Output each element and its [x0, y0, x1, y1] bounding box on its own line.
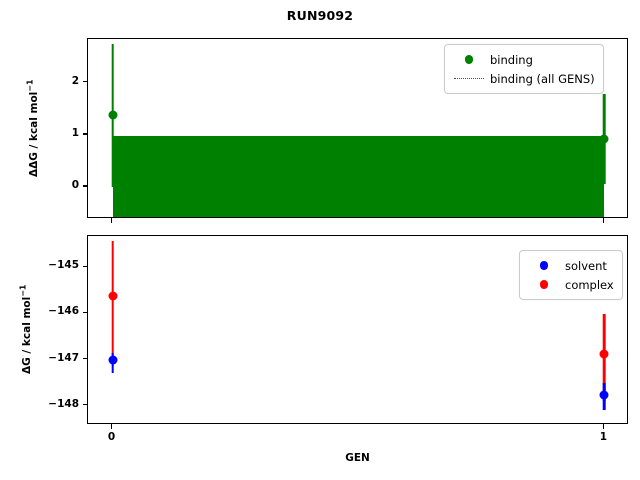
legend-marker-icon [527, 280, 561, 289]
legend-item-binding-all-gens[interactable]: binding (all GENS) [452, 69, 595, 88]
xtick-label: 1 [599, 431, 608, 443]
top-legend[interactable]: binding binding (all GENS) [444, 44, 604, 94]
legend-label-solvent: solvent [565, 258, 607, 273]
top-ytick-mark [82, 132, 87, 135]
legend-label-binding-all-gens: binding (all GENS) [490, 71, 595, 86]
bottom-plot-area [88, 236, 627, 423]
legend-item-binding[interactable]: binding [452, 50, 595, 69]
xtick-mark [602, 424, 605, 429]
complex-datapoint[interactable] [599, 349, 609, 359]
top-ytick-label: 0 [71, 178, 79, 191]
complex-errorbar [111, 241, 114, 367]
binding-datapoint[interactable] [108, 110, 118, 120]
bottom-y-axis-label: ΔG / kcal mol−1 [17, 284, 33, 374]
top-y-axis-label: ΔΔG / kcal mol−1 [25, 78, 41, 177]
legend-dotted-line-icon [452, 78, 486, 79]
complex-datapoint[interactable] [108, 291, 118, 301]
x-axis-label: GEN [345, 452, 370, 464]
legend-label-binding: binding [490, 52, 533, 67]
bottom-ytick-mark [82, 357, 87, 360]
figure-title: RUN9092 [286, 8, 354, 23]
bottom-legend[interactable]: solvent complex [519, 250, 623, 300]
top-plot-area [88, 39, 627, 217]
top-ytick-mark [82, 184, 87, 187]
bottom-ytick-label: −148 [48, 397, 79, 410]
bottom-ytick-label: −147 [48, 351, 79, 364]
bottom-ytick-mark [82, 311, 87, 314]
solvent-datapoint[interactable] [599, 390, 609, 400]
bottom-ytick-label: −145 [48, 259, 79, 272]
bottom-ytick-mark [82, 403, 87, 406]
xtick-mark [110, 424, 113, 429]
legend-marker-icon [452, 55, 486, 64]
top-ytick-mark [82, 80, 87, 83]
legend-item-solvent[interactable]: solvent [527, 256, 614, 275]
bottom-ytick-label: −146 [48, 305, 79, 318]
xtick-label: 0 [107, 431, 116, 443]
binding-all-gens-band [112, 136, 605, 217]
top-ytick-label: 2 [71, 74, 79, 87]
bottom-ytick-mark [82, 265, 87, 268]
xtick-mark [602, 218, 605, 223]
binding-datapoint[interactable] [599, 134, 609, 144]
legend-label-complex: complex [565, 277, 614, 292]
xtick-mark [110, 218, 113, 223]
legend-marker-icon [527, 261, 561, 270]
solvent-datapoint[interactable] [108, 355, 118, 365]
legend-item-complex[interactable]: complex [527, 275, 614, 294]
top-ytick-label: 1 [71, 126, 79, 139]
